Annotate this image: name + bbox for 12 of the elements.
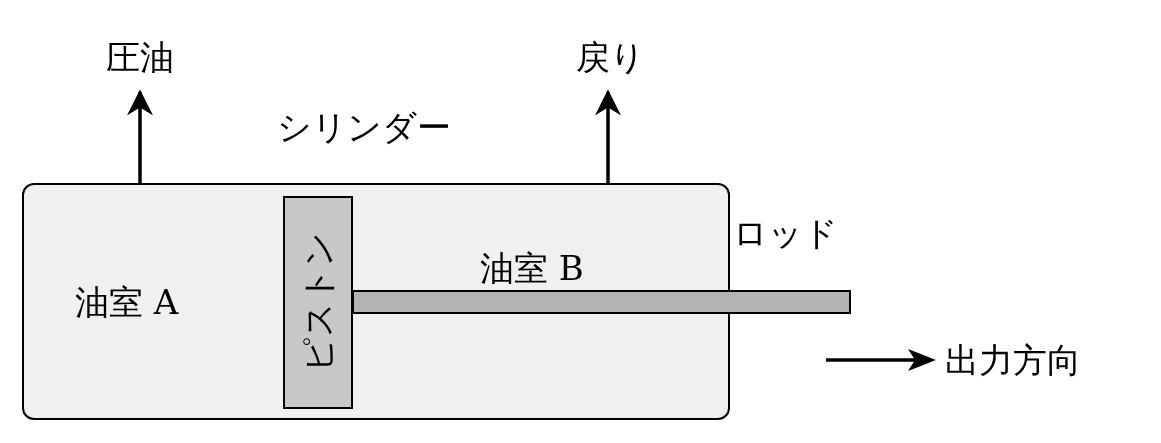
- chamber-label: 油室 B: [480, 248, 584, 288]
- chamber-label: 油室 A: [75, 282, 179, 322]
- piston-block: [282, 195, 353, 409]
- rod-bar: [352, 290, 851, 314]
- arrow: [595, 89, 621, 183]
- rod-label: ロッド: [733, 213, 838, 253]
- text-label: 圧油: [95, 36, 185, 78]
- direction-label: 出力方向: [945, 340, 1081, 380]
- cylinder-title: シリンダー: [277, 107, 451, 147]
- piston-label: ピストン: [297, 230, 338, 374]
- text-label: 戻り: [565, 36, 655, 78]
- arrow: [127, 89, 153, 183]
